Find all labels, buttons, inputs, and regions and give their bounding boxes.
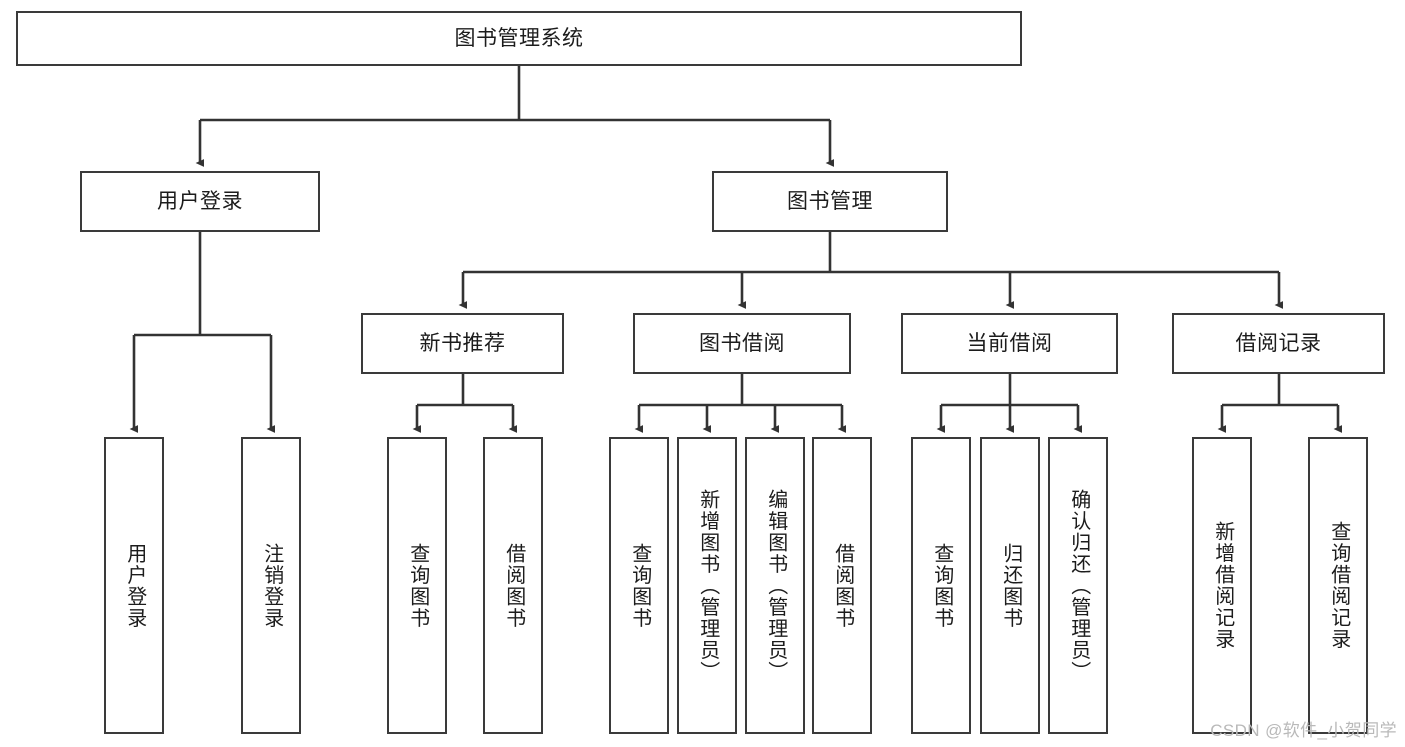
node-book-borrow[interactable]: 图书借阅: [633, 313, 851, 374]
node-label: 确认归还（管理员）: [1067, 488, 1090, 683]
node-current-borrow[interactable]: 当前借阅: [901, 313, 1118, 374]
node-label: 查询图书: [628, 542, 651, 629]
node-label: 借阅图书: [831, 542, 854, 629]
leaf-book-borrow-edit-book-admin[interactable]: 编辑图书（管理员）: [745, 437, 805, 734]
node-label: 查询图书: [930, 542, 953, 629]
node-borrow-record[interactable]: 借阅记录: [1172, 313, 1385, 374]
leaf-user-login-logout[interactable]: 注销登录: [241, 437, 301, 734]
node-label: 查询图书: [406, 542, 429, 629]
node-label: 新增借阅记录: [1211, 521, 1234, 650]
node-label: 图书管理系统: [454, 26, 584, 50]
node-label: 借阅图书: [502, 542, 525, 629]
node-label: 用户登录: [157, 189, 243, 213]
leaf-current-borrow-confirm-return-admin[interactable]: 确认归还（管理员）: [1048, 437, 1108, 734]
node-label: 借阅记录: [1235, 331, 1322, 355]
node-label: 归还图书: [999, 542, 1022, 629]
node-label: 新书推荐: [419, 331, 506, 355]
node-label: 图书管理: [787, 189, 873, 213]
leaf-book-borrow-add-book-admin[interactable]: 新增图书（管理员）: [677, 437, 737, 734]
node-label: 新增图书（管理员）: [696, 488, 719, 683]
leaf-current-borrow-return-book[interactable]: 归还图书: [980, 437, 1040, 734]
node-label: 当前借阅: [966, 331, 1053, 355]
node-user-login[interactable]: 用户登录: [80, 171, 320, 232]
node-label: 用户登录: [123, 542, 146, 629]
node-new-book-recommend[interactable]: 新书推荐: [361, 313, 564, 374]
leaf-borrow-record-add-record[interactable]: 新增借阅记录: [1192, 437, 1252, 734]
leaf-book-borrow-borrow-book[interactable]: 借阅图书: [812, 437, 872, 734]
node-label: 图书借阅: [699, 331, 785, 355]
node-label: 注销登录: [260, 542, 283, 629]
leaf-current-borrow-query-book[interactable]: 查询图书: [911, 437, 971, 734]
leaf-book-borrow-query-book[interactable]: 查询图书: [609, 437, 669, 734]
leaf-user-login-login[interactable]: 用户登录: [104, 437, 164, 734]
leaf-borrow-record-query-record[interactable]: 查询借阅记录: [1308, 437, 1368, 734]
node-book-management[interactable]: 图书管理: [712, 171, 948, 232]
leaf-new-book-borrow-book[interactable]: 借阅图书: [483, 437, 543, 734]
watermark-text: CSDN @软件_小贺同学: [1210, 721, 1397, 740]
node-label: 编辑图书（管理员）: [764, 488, 787, 683]
leaf-new-book-query-book[interactable]: 查询图书: [387, 437, 447, 734]
node-label: 查询借阅记录: [1327, 521, 1350, 650]
node-root-book-management-system[interactable]: 图书管理系统: [16, 11, 1022, 66]
